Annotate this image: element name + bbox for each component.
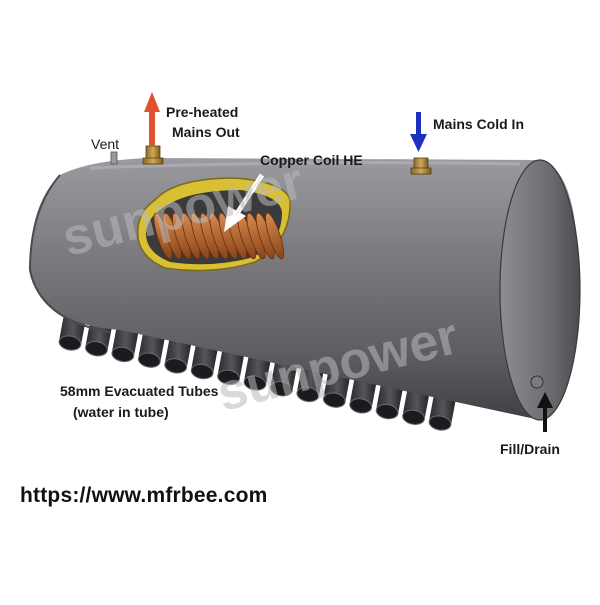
tubes-label-line1: 58mm Evacuated Tubes	[60, 383, 219, 399]
vent-label: Vent	[91, 136, 120, 152]
fill-drain-arrow	[537, 392, 553, 432]
tubes-label-line2: (water in tube)	[73, 404, 169, 420]
mains-cold-label: Mains Cold In	[433, 116, 524, 132]
hot-out-arrow	[144, 92, 160, 146]
coil-turn	[265, 212, 285, 260]
copper-coil-pointer-arrow	[224, 173, 265, 232]
cold-in-arrow	[410, 112, 427, 152]
preheated-label-line2: Mains Out	[172, 124, 240, 140]
fill-drain-label: Fill/Drain	[500, 441, 560, 457]
website-url: https://www.mfrbee.com	[20, 484, 268, 507]
preheated-label-line1: Pre-heated	[166, 104, 239, 120]
tank-end-cap	[500, 160, 580, 420]
fill-drain-port	[530, 375, 544, 389]
copper-coil-label: Copper Coil HE	[260, 152, 363, 168]
vent-fitting	[110, 151, 118, 165]
